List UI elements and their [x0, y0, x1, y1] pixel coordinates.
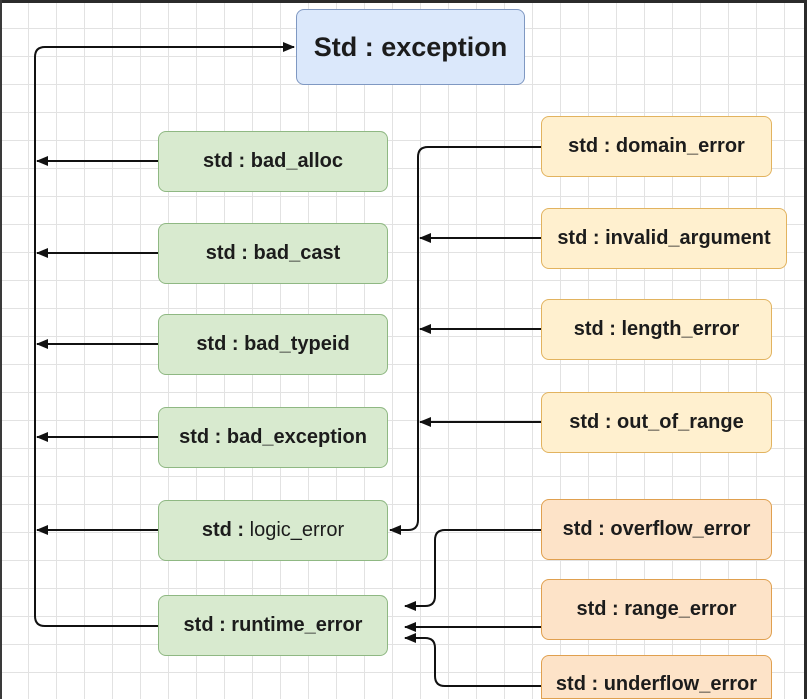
node-bad-cast-label: std : bad_cast [205, 242, 341, 264]
node-bad-alloc: std : bad_alloc [158, 131, 388, 192]
node-underflow-error: std : underflow_error [541, 655, 772, 699]
trunk-to-exception-arrow [34, 42, 295, 627]
node-invalid-argument: std : invalid_argument [541, 208, 787, 269]
node-logic-error-prefix: std : [201, 519, 250, 541]
node-bad-typeid-label: std : bad_typeid [196, 333, 350, 355]
window-frame-right [804, 0, 807, 699]
node-out-of-range: std : out_of_range [541, 392, 772, 453]
node-std-exception-label: Std : exception [313, 31, 508, 62]
node-bad-exception-label: std : bad_exception [179, 426, 367, 448]
node-overflow-error: std : overflow_error [541, 499, 772, 560]
node-bad-cast: std : bad_cast [158, 223, 388, 284]
node-overflow-error-label: std : overflow_error [562, 518, 751, 540]
node-bad-alloc-label: std : bad_alloc [202, 150, 344, 172]
window-frame-top [0, 0, 807, 3]
node-bad-typeid: std : bad_typeid [158, 314, 388, 375]
node-length-error: std : length_error [541, 299, 772, 360]
node-domain-error: std : domain_error [541, 116, 772, 177]
node-range-error-label: std : range_error [576, 598, 737, 620]
node-out-of-range-label: std : out_of_range [569, 411, 744, 433]
node-range-error: std : range_error [541, 579, 772, 640]
domain-error-to-logic-error-arrow [389, 146, 541, 535]
node-logic-error: std : logic_error [158, 500, 388, 561]
node-bad-exception: std : bad_exception [158, 407, 388, 468]
overflow-error-to-runtime-error-arrow [404, 529, 541, 611]
node-runtime-error: std : runtime_error [158, 595, 388, 656]
node-invalid-argument-label: std : invalid_argument [557, 227, 771, 249]
node-runtime-error-label: std : runtime_error [183, 614, 363, 636]
window-frame-left [0, 0, 2, 699]
node-std-exception: Std : exception [296, 9, 525, 85]
underflow-error-to-runtime-error-arrow [404, 633, 541, 687]
node-logic-error-name: logic_error [249, 519, 345, 541]
node-underflow-error-label: std : underflow_error [555, 673, 758, 695]
node-length-error-label: std : length_error [573, 318, 740, 340]
node-domain-error-label: std : domain_error [568, 135, 745, 157]
